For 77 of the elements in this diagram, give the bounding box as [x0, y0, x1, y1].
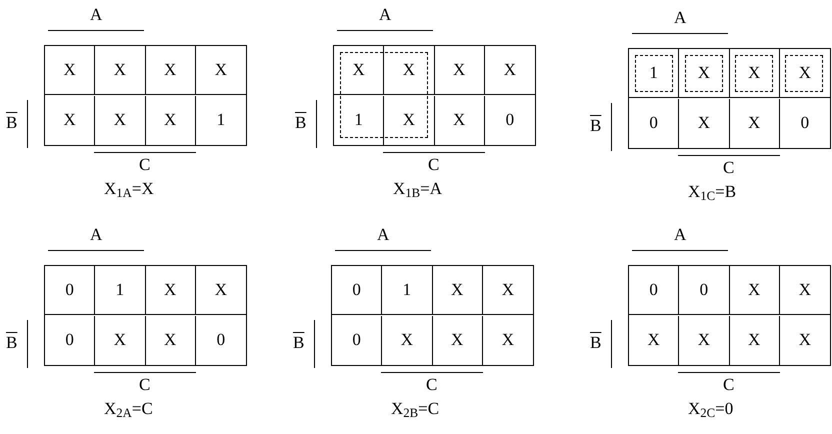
map-cell: X	[334, 46, 384, 95]
variable-label: B	[6, 334, 18, 351]
grouping-loop	[340, 52, 428, 138]
map-cell: X	[730, 98, 780, 148]
map-cell: X	[679, 49, 730, 98]
map-cell: 1	[334, 96, 384, 144]
equation-text: X$_{2A}$=C	[104, 400, 153, 417]
map-cell: 1	[95, 266, 146, 315]
map-cell: X	[95, 316, 146, 364]
map-cell: X	[434, 46, 485, 95]
variable-label: B	[293, 334, 304, 351]
map-cell: X	[432, 266, 483, 315]
map-cell: X	[382, 316, 432, 364]
grouping-loop	[735, 55, 773, 92]
variable-label: C	[723, 376, 734, 393]
variable-label: A	[674, 9, 686, 26]
map-cell: 1	[382, 266, 432, 315]
variable-label: C	[139, 376, 150, 393]
map-cell: X	[95, 46, 146, 95]
map-cell: 0	[332, 266, 382, 315]
variable-label: A	[674, 226, 686, 243]
variable-label: A	[90, 6, 102, 23]
map-cell: X	[730, 316, 780, 364]
map-cell: 0	[45, 266, 96, 315]
variable-label: C	[723, 159, 734, 176]
map-cell: X	[679, 316, 730, 364]
map-cell: X	[196, 266, 246, 315]
variable-label: C	[139, 156, 150, 173]
variable-label: B	[6, 114, 18, 131]
map-cell: X	[434, 96, 485, 144]
map-cell: X	[45, 46, 96, 95]
map-cell: 0	[332, 316, 382, 364]
map-cell: 0	[629, 266, 680, 315]
variable-label: B	[590, 334, 602, 351]
map-cell: X	[482, 266, 533, 315]
map-cell: X	[146, 316, 196, 364]
map-cell: X	[629, 316, 680, 364]
variable-label: C	[426, 376, 438, 393]
map-cell: X	[432, 316, 483, 364]
map-cell: X	[146, 46, 196, 95]
variable-label: C	[428, 156, 440, 173]
map-cell: 1	[629, 49, 680, 98]
map-cell: 0	[629, 98, 680, 148]
variable-label: A	[90, 226, 102, 243]
map-cell: X	[730, 266, 780, 315]
map-cell: X	[780, 266, 830, 315]
equation-text: X$_{1A}$=X	[104, 180, 154, 197]
equation-text: X$_{2C}$=0	[688, 400, 734, 417]
variable-label: A	[379, 6, 392, 23]
map-cell: X	[146, 266, 196, 315]
variable-label: B	[295, 114, 306, 131]
map-cell-text: 0	[800, 112, 810, 134]
map-cell: X	[484, 46, 535, 95]
map-cell: X	[384, 46, 434, 95]
map-cell: X	[45, 96, 96, 144]
equation-text: X$_{2B}$=C	[391, 400, 440, 417]
map-cell: X	[730, 49, 780, 98]
map-cell: X	[384, 96, 434, 144]
map-cell-text: 1	[216, 109, 226, 132]
map-cell: 0	[679, 266, 730, 315]
grouping-loop	[635, 55, 673, 92]
map-cell: X	[780, 49, 830, 98]
map-cell-text: 0	[504, 109, 516, 132]
equation-text: X$_{1B}$=A	[393, 180, 442, 197]
map-cell: X	[679, 98, 730, 148]
equation-text: X$_{1C}$=B	[688, 183, 736, 200]
map-cell: X	[196, 46, 246, 95]
map-cell-text: 0	[216, 329, 226, 352]
map-cell-text: X	[500, 329, 516, 352]
grouping-loop	[685, 55, 723, 92]
map-cell-text: X	[798, 329, 812, 352]
map-cell: X	[146, 96, 196, 144]
map-cell: 0	[45, 316, 96, 364]
grouping-loop	[785, 55, 823, 92]
variable-label: A	[377, 226, 390, 243]
variable-label: B	[590, 117, 602, 134]
map-cell: X	[95, 96, 146, 144]
